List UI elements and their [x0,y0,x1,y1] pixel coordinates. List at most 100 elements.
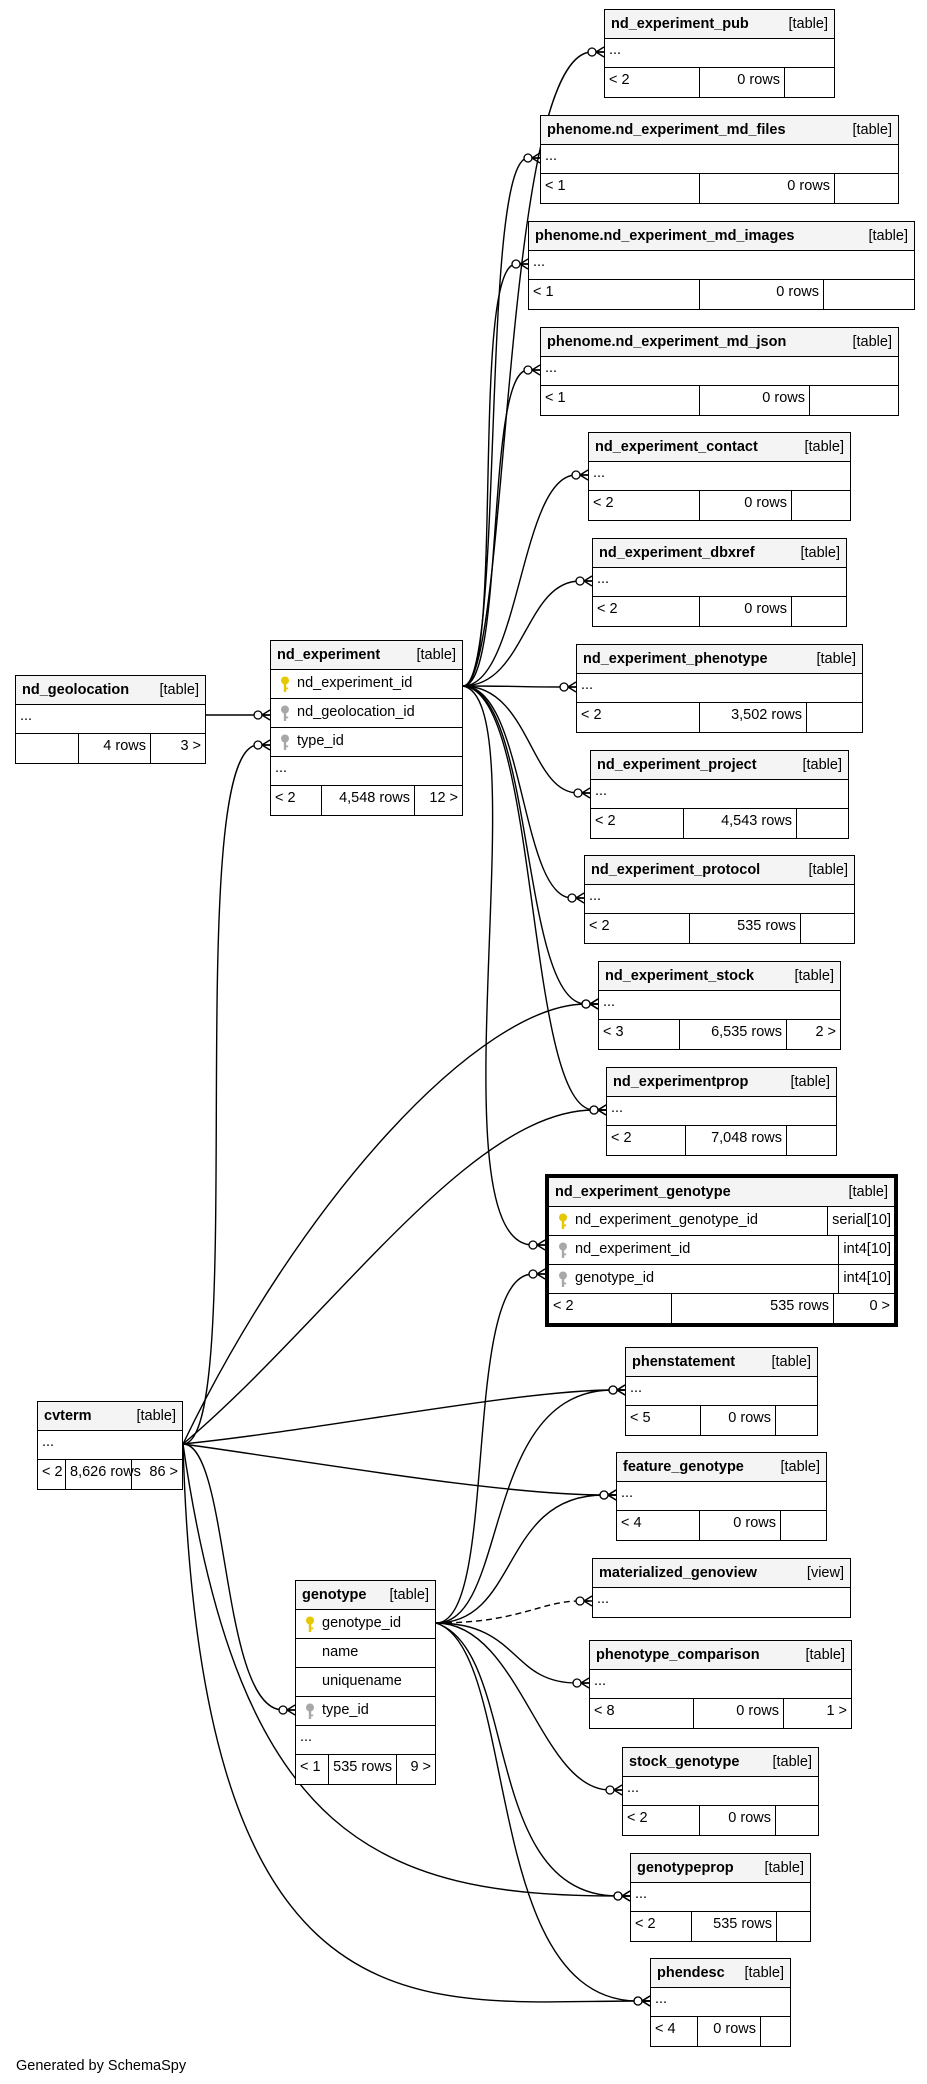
table-name: genotype [302,1587,367,1603]
relationship-edge [182,1389,625,1445]
parent-count: < 5 [626,1406,701,1435]
optional-marker [575,1596,585,1606]
crows-foot-marker [531,152,541,164]
table-header: stock_genotype[table] [623,1748,818,1777]
ellipsis: ... [594,1673,607,1689]
table-nd-experiment-genotype[interactable]: nd_experiment_genotype[table]nd_experime… [545,1174,898,1327]
column-name: name [322,1644,359,1660]
crows-foot-marker [583,1595,593,1607]
optional-marker [571,470,581,480]
optional-marker [633,1996,643,2006]
row-count: 535 rows [329,1755,397,1784]
relationship-edge [435,1273,545,1624]
more-columns: ... [593,568,846,597]
relationship-edge [462,685,545,1246]
table-kind: [table] [852,122,893,138]
crows-foot-marker [536,1268,546,1280]
ellipsis: ... [597,571,610,587]
child-count [801,914,854,943]
crows-foot-marker [580,1677,590,1689]
table-name: nd_experiment_genotype [555,1184,731,1200]
ellipsis: ... [611,1100,624,1116]
column-name: type_id [297,733,344,749]
column-name: genotype_id [575,1270,655,1286]
more-columns: ... [271,757,462,786]
table-name: nd_experiment_contact [595,439,758,455]
row-count: 0 rows [700,491,792,520]
column-row[interactable]: type_id [271,728,462,757]
optional-marker [589,1105,599,1115]
row-count: 3,502 rows [700,703,807,732]
column-row[interactable]: type_id [296,1697,435,1726]
column-row[interactable]: nd_geolocation_id [271,699,462,728]
column-row[interactable]: uniquename [296,1668,435,1697]
column-row[interactable]: genotype_id [296,1610,435,1639]
ellipsis: ... [589,888,602,904]
relationship-edge [435,1622,589,1684]
column-name: nd_geolocation_id [297,704,415,720]
table-kind: [table] [780,1459,821,1475]
child-count [777,1912,810,1941]
optional-marker [573,788,583,798]
parent-count: < 1 [296,1755,329,1784]
more-columns: ... [585,885,854,914]
relationship-edge [435,1622,622,1791]
relationship-edge [435,1622,650,2002]
relationship-edge [462,580,592,687]
optional-marker [253,740,263,750]
table-name: nd_geolocation [22,682,130,698]
child-count: 1 > [826,1703,847,1719]
optional-marker [572,1678,582,1688]
table-header: phenotype_comparison[table] [590,1641,851,1670]
column-row[interactable]: name [296,1639,435,1668]
table-name: phenome.nd_experiment_md_files [547,122,786,138]
table-kind: [table] [852,334,893,350]
table-phenome-md-json[interactable]: phenome.nd_experiment_md_json[table]...<… [540,327,899,416]
table-phenome-md-images[interactable]: phenome.nd_experiment_md_images[table]..… [528,221,915,310]
table-materialized-genoview[interactable]: materialized_genoview[view]... [592,1558,851,1618]
column-row[interactable]: nd_experiment_id [271,670,462,699]
relationship-edge [435,1622,630,1897]
relationship-edge [462,685,576,688]
table-phenome-md-files[interactable]: phenome.nd_experiment_md_files[table]...… [540,115,899,204]
table-header: genotypeprop[table] [631,1854,810,1883]
child-count [785,68,834,97]
more-columns: ... [589,462,850,491]
child-count: 3 > [180,738,201,754]
footer-credit: Generated by SchemaSpy [16,2058,187,2074]
crows-foot-marker [286,1704,296,1716]
child-count [797,809,848,838]
crows-foot-marker [595,46,605,58]
crows-foot-marker [621,1890,631,1902]
column-name: genotype_id [322,1615,402,1631]
table-name: cvterm [44,1408,92,1424]
